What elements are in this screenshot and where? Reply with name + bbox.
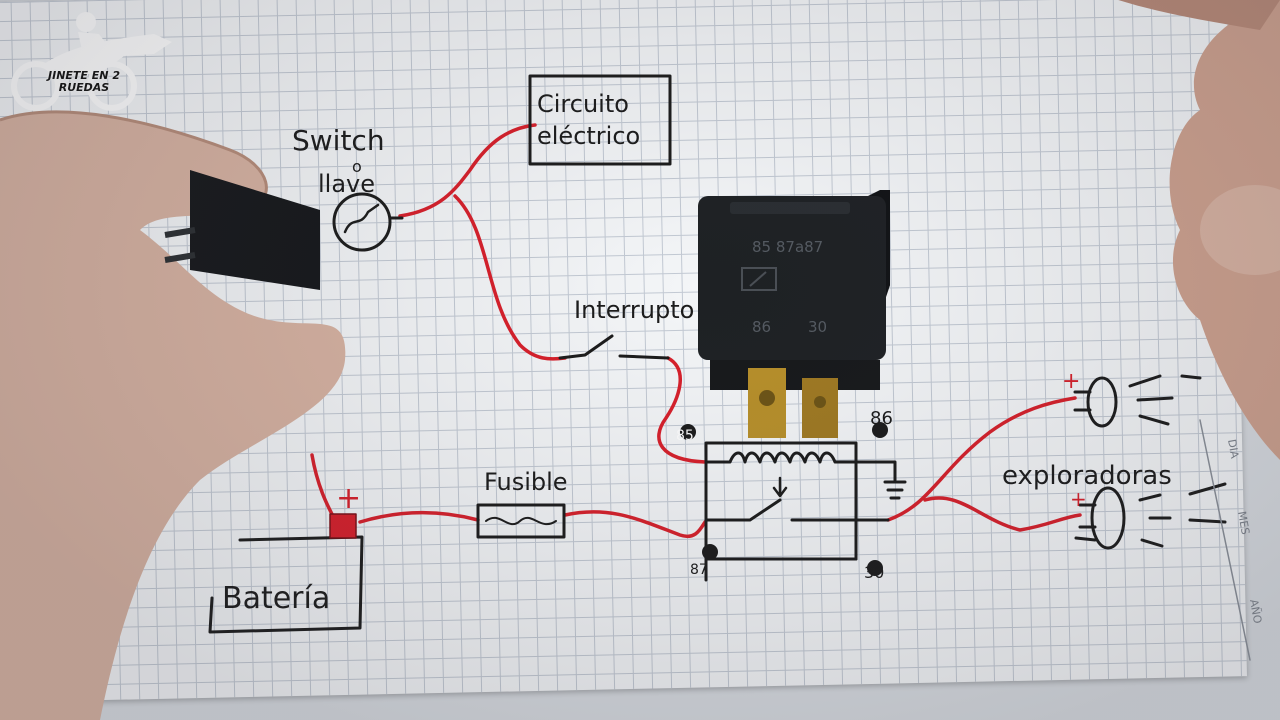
switch-o-label: o [352, 157, 362, 176]
relay-label-86: 86 [752, 318, 772, 336]
margin-mes: MES [1235, 510, 1252, 535]
lamp-top-plus: + [1062, 369, 1080, 394]
wire-battery-to-fuse [358, 511, 480, 524]
switch-llave-label: llave [318, 170, 375, 198]
channel-logo: JINETE EN 2 RUEDAS [4, 4, 179, 114]
switch-circle [332, 192, 392, 252]
switch-label: Switch [292, 124, 385, 157]
lamp-bottom-plus: + [1070, 487, 1087, 511]
interruptor-symbol [558, 334, 670, 360]
fuse-symbol [476, 503, 566, 539]
wire-fuse-to-relay [563, 510, 707, 538]
battery-plus: + [336, 481, 361, 516]
pin-87-label: 87 [690, 562, 708, 578]
physical-relay [698, 190, 890, 438]
logo-text: JINETE EN 2 RUEDAS [24, 70, 144, 94]
margin-ano: AÑO [1247, 598, 1264, 625]
pin-85-label: 85 [676, 428, 694, 444]
lamp-bottom [1074, 482, 1227, 550]
circuit-label-1: Circuito [537, 90, 629, 118]
wire-relay-to-lamp-top [886, 396, 1077, 522]
logo-line-1: JINETE EN 2 [48, 69, 120, 82]
wire-switch-to-interruptor [453, 194, 567, 361]
wire-relay-to-lamp-bottom [923, 496, 1082, 532]
circuit-box [528, 74, 672, 166]
relay-top-labels: 85 87a87 [752, 238, 824, 256]
wire-battery-left [310, 453, 337, 522]
logo-line-2: RUEDAS [58, 81, 110, 94]
fusible-label: Fusible [484, 468, 568, 496]
lamp-top [1073, 374, 1202, 428]
bateria-label: Batería [222, 581, 330, 616]
exploradoras-label: exploradoras [1002, 461, 1172, 491]
relay-label-30: 30 [808, 318, 828, 336]
motorcycle-icon [11, 12, 172, 111]
pin-30-label: 30 [864, 563, 884, 582]
wire-interruptor-to-relay [657, 356, 707, 464]
wire-switch-to-circuit [398, 123, 537, 218]
margin-dia: DIA [1225, 438, 1241, 460]
interruptor-label: Interrupto [574, 296, 694, 324]
circuit-label-2: eléctrico [537, 122, 640, 150]
pin-86-label: 86 [870, 408, 893, 429]
